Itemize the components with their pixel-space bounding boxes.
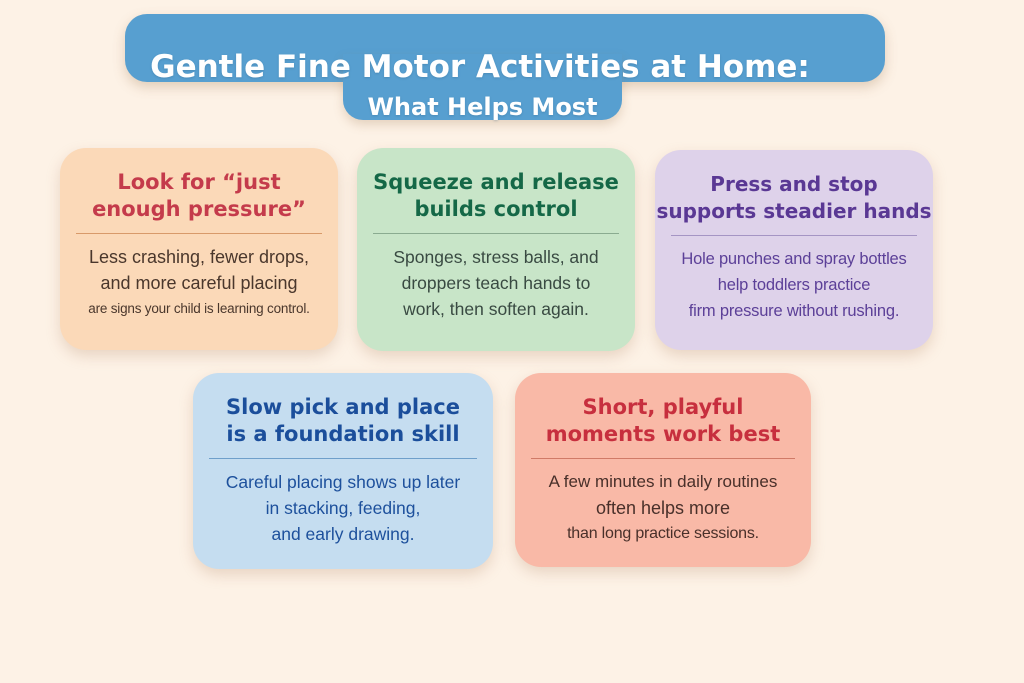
card-body: Careful placing shows up later in stacki… — [201, 469, 485, 547]
card-heading: Squeeze and release builds control — [357, 148, 635, 223]
title-banner: Gentle Fine Motor Activities at Home: Wh… — [125, 14, 885, 121]
card-body-line-3: than long practice sessions. — [567, 525, 759, 542]
card-body-line-1: Sponges, stress balls, and — [393, 247, 599, 267]
card-body: Hole punches and spray bottles help todd… — [663, 246, 925, 324]
card-divider — [373, 233, 619, 234]
card-heading-line-1: Slow pick and place — [226, 395, 460, 419]
card-body-line-1: Careful placing shows up later — [225, 472, 461, 492]
card-heading-line-1: Look for “just — [117, 170, 281, 194]
card-body-line-3: are signs your child is learning control… — [88, 301, 310, 316]
card-body-line-2: help toddlers practice — [717, 276, 871, 294]
page-title: Gentle Fine Motor Activities at Home: — [150, 48, 810, 85]
card-divider — [531, 458, 795, 459]
card-heading-line-1: Press and stop — [710, 172, 878, 196]
card-slow-pick-and-place: Slow pick and place is a foundation skil… — [193, 373, 493, 569]
card-body: A few minutes in daily routines often he… — [523, 469, 803, 547]
card-press-and-stop: Press and stop supports steadier hands H… — [655, 150, 933, 350]
card-heading: Short, playful moments work best — [515, 373, 811, 448]
card-body-line-1: Less crashing, fewer drops, — [88, 247, 310, 267]
card-heading-line-2: builds control — [414, 197, 578, 221]
card-divider — [209, 458, 477, 459]
card-body: Sponges, stress balls, and droppers teac… — [365, 244, 627, 322]
card-divider — [671, 235, 917, 236]
card-squeeze-and-release: Squeeze and release builds control Spong… — [357, 148, 635, 351]
card-body-line-2: and more careful placing — [100, 273, 298, 293]
card-body-line-1: A few minutes in daily routines — [548, 472, 778, 491]
card-heading-line-1: Short, playful — [582, 395, 744, 419]
card-body-line-2: droppers teach hands to — [401, 273, 591, 293]
title-banner-tab — [343, 54, 622, 120]
card-heading-line-2: moments work best — [545, 422, 781, 446]
card-body-line-1: Hole punches and spray bottles — [681, 250, 907, 268]
card-body: Less crashing, fewer drops, and more car… — [68, 244, 330, 321]
card-body-line-3: work, then soften again. — [403, 299, 589, 319]
page-subtitle: What Helps Most — [367, 92, 598, 121]
card-body-line-2: often helps more — [595, 498, 731, 518]
card-heading: Look for “just enough pressure” — [60, 148, 338, 223]
card-body-line-2: in stacking, feeding, — [265, 498, 421, 518]
card-heading-line-2: is a foundation skill — [226, 422, 460, 446]
card-heading-line-1: Squeeze and release — [373, 170, 619, 194]
card-heading-line-2: enough pressure” — [92, 197, 306, 221]
card-heading: Slow pick and place is a foundation skil… — [193, 373, 493, 448]
card-short-playful-moments: Short, playful moments work best A few m… — [515, 373, 811, 567]
card-body-line-3: firm pressure without rushing. — [688, 302, 900, 320]
card-just-enough-pressure: Look for “just enough pressure” Less cra… — [60, 148, 338, 350]
card-divider — [76, 233, 322, 234]
card-body-line-3: and early drawing. — [271, 524, 415, 544]
card-heading: Press and stop supports steadier hands — [655, 150, 933, 225]
card-heading-line-2: supports steadier hands — [656, 199, 932, 223]
